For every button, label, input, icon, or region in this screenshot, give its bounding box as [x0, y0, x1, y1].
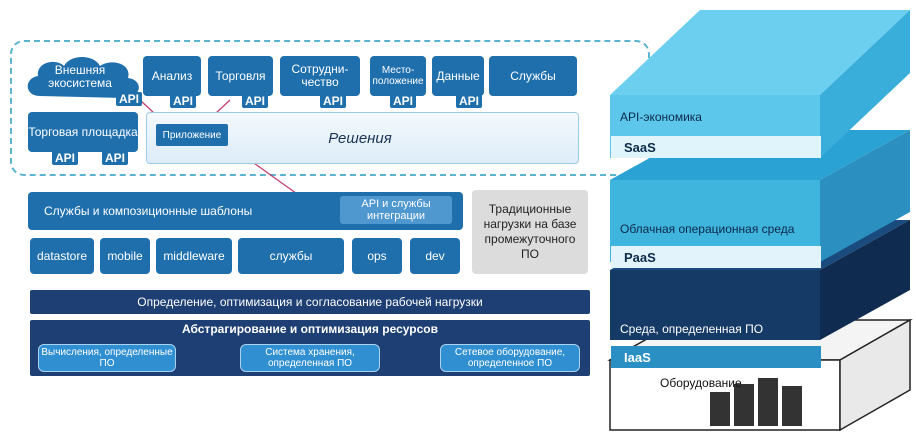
collaboration-api: API	[320, 94, 347, 108]
item-middleware[interactable]: middleware	[156, 238, 232, 274]
item-dev[interactable]: dev	[410, 238, 460, 274]
paas-light-band	[611, 246, 821, 268]
item-mobile[interactable]: mobile	[100, 238, 150, 274]
services-templates-label: Службы и композиционные шаблоны	[44, 204, 253, 218]
tile-services[interactable]: Службы	[489, 56, 577, 96]
tile-location[interactable]: Место-положение	[370, 56, 426, 96]
marketplace-api-2: API	[102, 151, 129, 165]
ecosystem-label: Внешняя экосистема	[48, 63, 112, 90]
api-integration-box[interactable]: API и службы интеграции	[340, 196, 452, 224]
ecosystem-api: API	[116, 92, 143, 106]
trade-api: API	[242, 94, 269, 108]
saas-caption: API-экономика	[620, 110, 702, 124]
storage-pill: Система хранения, определенная ПО	[240, 344, 380, 372]
compute-pill: Вычисления, определенные ПО	[38, 344, 176, 372]
iaas-band	[611, 346, 821, 368]
item-services[interactable]: службы	[238, 238, 344, 274]
abstraction-label: Абстрагирование и оптимизация ресурсов	[182, 322, 438, 336]
saas-layer	[610, 10, 910, 95]
tile-collaboration[interactable]: Сотрудни-чество	[280, 56, 360, 96]
cloud-stack-diagram	[607, 10, 913, 432]
paas-caption: Облачная операционная среда	[620, 222, 795, 236]
solutions-label: Решения	[328, 129, 392, 147]
iaas-name: IaaS	[624, 350, 651, 365]
data-api: API	[456, 94, 483, 108]
iaas-caption: Среда, определенная ПО	[620, 322, 764, 336]
hardware-caption: Оборудование	[660, 376, 742, 390]
marketplace-box[interactable]: Торговая площадка	[28, 112, 138, 152]
network-pill: Сетевое оборудование, определенное ПО	[440, 344, 580, 372]
traditional-workloads-box: Традиционные нагрузки на базе промежуточ…	[472, 190, 588, 274]
saas-light-band	[611, 136, 821, 158]
location-api: API	[390, 94, 417, 108]
item-ops[interactable]: ops	[352, 238, 402, 274]
server-rack-icon	[710, 378, 802, 426]
paas-name: PaaS	[624, 250, 656, 265]
marketplace-api-1: API	[52, 151, 79, 165]
tile-data[interactable]: Данные	[432, 56, 484, 96]
cloud-icon	[27, 57, 139, 98]
app-box[interactable]: Приложение	[156, 124, 228, 146]
workload-bar: Определение, оптимизация и согласование …	[30, 290, 590, 314]
tile-analysis[interactable]: Анализ	[143, 56, 201, 96]
item-datastore[interactable]: datastore	[30, 238, 94, 274]
saas-name: SaaS	[624, 140, 656, 155]
analysis-api: API	[170, 94, 197, 108]
tile-trade[interactable]: Торговля	[208, 56, 273, 96]
